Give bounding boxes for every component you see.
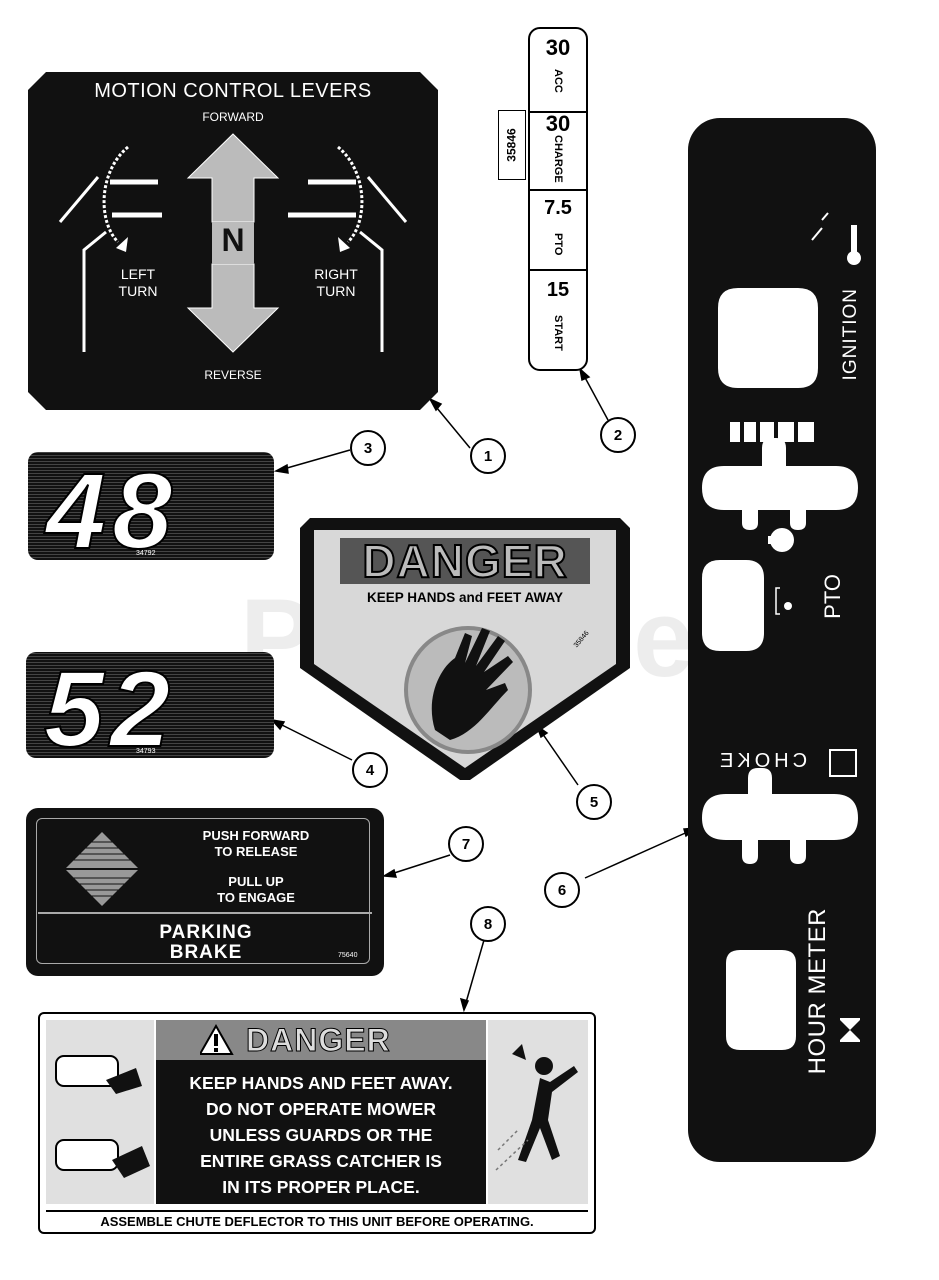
callout-1: 1 <box>470 438 506 474</box>
fuse-row-start: 15 START <box>530 269 586 369</box>
danger-chute-footer: ASSEMBLE CHUTE DEFLECTOR TO THIS UNIT BE… <box>46 1210 588 1229</box>
danger-chute-decal: DANGER KEEP HANDS AND FEET AWAY. DO NOT … <box>38 1012 596 1234</box>
reverse-label: REVERSE <box>204 368 262 382</box>
parking-title2: BRAKE <box>169 942 243 963</box>
deck-52-part-number: 34793 <box>136 748 156 755</box>
motion-title: MOTION CONTROL LEVERS <box>94 80 372 102</box>
fuse-label: PTO <box>552 233 564 256</box>
fuse-label: START <box>552 315 564 351</box>
hour-meter-label: HOUR METER <box>804 908 831 1075</box>
fuse-value: 15 <box>546 279 570 301</box>
callout-7: 7 <box>448 826 484 862</box>
parking-part-number: 75640 <box>338 952 358 959</box>
fuse-row-pto: 7.5 PTO <box>530 189 586 271</box>
danger-chute-line: ENTIRE GRASS CATCHER IS <box>200 1151 442 1171</box>
deck-52-decal: 52 34793 <box>26 647 274 770</box>
deck-48-part-number: 34792 <box>136 550 156 557</box>
dash-panel-decal: IGNITION PTO CHOKE HOUR METER <box>688 118 876 1162</box>
left-turn-label: LEFT TURN <box>118 266 158 299</box>
pto-label: PTO <box>820 574 845 619</box>
right-turn-label: RIGHT TURN <box>314 266 358 299</box>
forward-label: FORWARD <box>202 110 264 124</box>
danger-chute-line: DO NOT OPERATE MOWER <box>205 1099 437 1119</box>
fuse-decal: 30 ACC 30 CHARGE 7.5 PTO 15 START <box>528 27 588 371</box>
callout-6: 6 <box>544 872 580 908</box>
deck-48-number: 48 <box>45 449 179 572</box>
fuse-value: 30 <box>545 111 571 136</box>
callout-8: 8 <box>470 906 506 942</box>
parking-title1: PARKING <box>159 922 253 943</box>
callout-2: 2 <box>600 417 636 453</box>
callout-5: 5 <box>576 784 612 820</box>
double-arrow-icon <box>66 832 138 906</box>
thrown-object-pictogram <box>488 1020 588 1204</box>
ignition-label: IGNITION <box>840 288 861 381</box>
deck-52-number: 52 <box>43 647 177 770</box>
danger-chute-line: IN ITS PROPER PLACE. <box>222 1177 420 1197</box>
fuse-label: CHARGE <box>552 135 564 183</box>
fuse-part-number: 35846 <box>498 110 526 180</box>
parking-line2: TO RELEASE <box>214 844 298 859</box>
danger-chute-body: KEEP HANDS AND FEET AWAY. DO NOT OPERATE… <box>156 1060 486 1204</box>
danger-chute-line: UNLESS GUARDS OR THE <box>209 1125 433 1145</box>
hand-caution-pictogram <box>46 1020 154 1204</box>
choke-label: CHOKE <box>716 750 808 772</box>
motion-control-decal: MOTION CONTROL LEVERS FORWARD N LEFT TUR… <box>28 72 438 410</box>
deck-48-decal: 48 34792 <box>28 449 274 572</box>
parking-brake-decal: PUSH FORWARD TO RELEASE PULL UP TO ENGAG… <box>26 808 384 976</box>
callout-3: 3 <box>350 430 386 466</box>
fuse-value: 7.5 <box>544 197 572 219</box>
parking-line3: PULL UP <box>228 874 284 889</box>
danger-chute-line: KEEP HANDS AND FEET AWAY. <box>189 1073 453 1093</box>
danger-hand-title: DANGER <box>361 534 568 588</box>
fuse-label: ACC <box>552 69 564 93</box>
neutral-label: N <box>221 222 245 258</box>
callout-4: 4 <box>352 752 388 788</box>
danger-chute-title: DANGER <box>246 1022 391 1059</box>
fuse-value: 30 <box>545 35 571 60</box>
fuse-row-acc: 30 ACC <box>530 29 586 113</box>
danger-hand-decal: DANGER KEEP HANDS and FEET AWAY 35846 <box>300 518 630 780</box>
danger-chute-header: DANGER <box>156 1020 486 1060</box>
fuse-row-charge: 30 CHARGE <box>530 111 586 191</box>
parking-line4: TO ENGAGE <box>217 890 295 905</box>
warning-triangle-icon <box>200 1024 234 1055</box>
danger-hand-text: KEEP HANDS and FEET AWAY <box>366 590 564 605</box>
parking-line1: PUSH FORWARD <box>202 828 310 843</box>
